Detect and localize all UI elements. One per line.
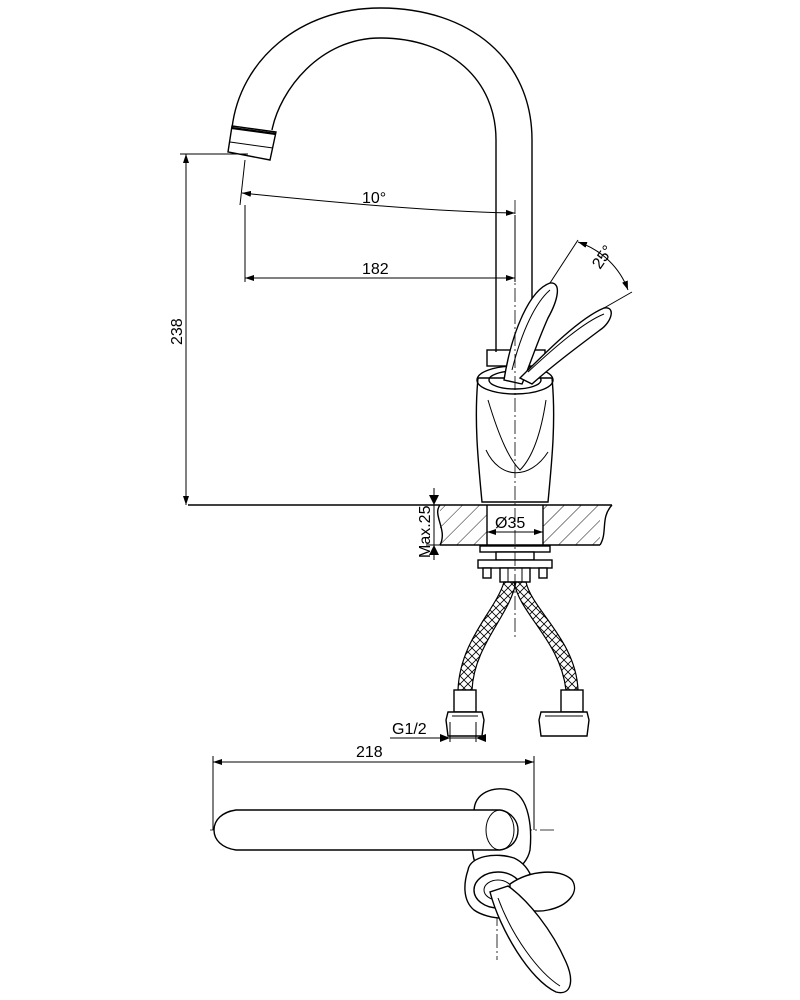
label-lever-angle: 25°	[589, 243, 617, 273]
label-total-height: 238	[169, 318, 186, 345]
label-max-thickness: Max.25	[417, 505, 434, 558]
dimension-lever-angle: 25°	[549, 239, 633, 309]
top-view: 218	[212, 744, 576, 994]
dimension-spout-reach: 182	[244, 205, 516, 282]
label-thread: G1/2	[392, 721, 427, 738]
dimension-max-thickness: Max.25	[417, 488, 445, 560]
label-spout-angle: 10°	[362, 190, 386, 207]
lever-handle	[503, 282, 612, 385]
dimension-hole-diameter: Ø35	[487, 515, 543, 535]
countertop-section	[188, 504, 613, 546]
label-hole-diameter: Ø35	[495, 515, 525, 532]
dimension-total-height: 238	[169, 153, 248, 505]
spout	[227, 7, 533, 352]
label-spout-reach: 182	[362, 261, 389, 278]
dimension-thread: G1/2	[390, 721, 486, 742]
flexible-hoses	[445, 581, 590, 737]
dimension-spout-angle: 10°	[239, 159, 516, 216]
label-top-view-length: 218	[356, 744, 383, 761]
faucet-body	[475, 349, 555, 503]
